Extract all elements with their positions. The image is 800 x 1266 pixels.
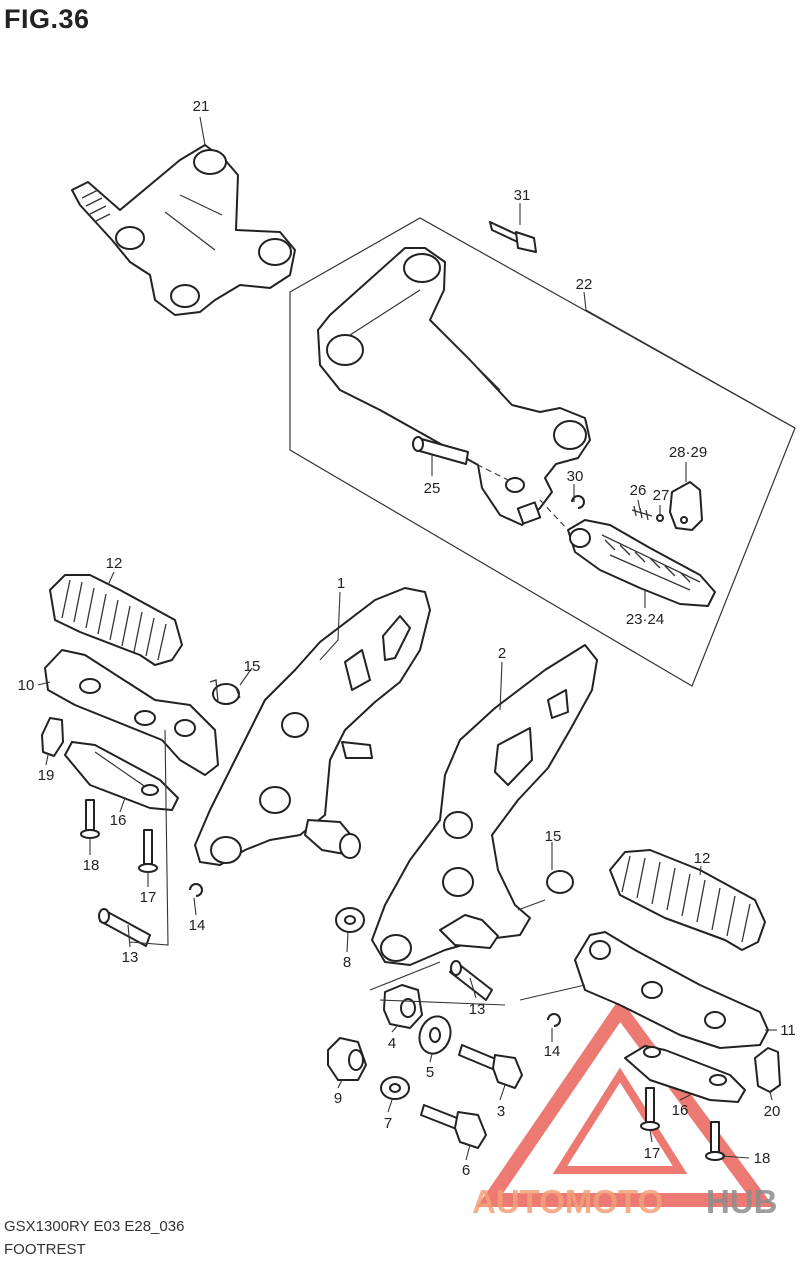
callout-23-24: 23·24 (626, 611, 664, 628)
callout-12-left: 12 (106, 555, 123, 572)
assembly-group-frame (289, 217, 796, 687)
callout-2: 2 (498, 645, 506, 662)
assembly-line-13a (129, 729, 169, 946)
leader-lines (37, 116, 796, 1161)
callout-26: 26 (630, 482, 647, 499)
part-1-left-bracket (194, 587, 431, 866)
callout-3: 3 (497, 1103, 505, 1120)
part-19-rubber-stop (41, 717, 64, 757)
callout-21: 21 (193, 98, 210, 115)
callout-4: 4 (388, 1035, 396, 1052)
callout-14-right: 14 (544, 1043, 561, 1060)
callout-5: 5 (426, 1064, 434, 1081)
part-16-right-plate (624, 1045, 746, 1103)
part-10-footrest (44, 649, 219, 776)
callout-17-left: 17 (140, 889, 157, 906)
callout-11: 11 (780, 1022, 796, 1039)
assembly-line-22-23 (539, 499, 569, 531)
part-28-29-plate (669, 481, 703, 531)
callout-18-left: 18 (83, 857, 100, 874)
callout-labels: 21 31 22 28·29 30 26 27 25 23·24 12 1 15… (18, 98, 796, 1179)
callout-9: 9 (334, 1090, 342, 1107)
callout-31: 31 (514, 187, 531, 204)
part-12-right-rubber (609, 849, 766, 951)
part-2-right-bracket (371, 644, 598, 966)
part-7-washer (380, 1076, 410, 1100)
callout-25: 25 (424, 480, 441, 497)
part-21-rear-bracket (71, 144, 296, 316)
watermark-text-primary: AUTOMOTO (472, 1183, 663, 1220)
part-17-right-bolt (640, 1087, 660, 1131)
diagram-code: GSX1300RY E03 E28_036 (4, 1218, 185, 1235)
callout-17-right: 17 (644, 1145, 661, 1162)
part-3-bolt (458, 1044, 523, 1089)
watermark-text: AUTOMOTO HUB (472, 1183, 778, 1220)
callout-6: 6 (462, 1162, 470, 1179)
part-18-right-bolt (705, 1121, 725, 1161)
diagram-name: FOOTREST (4, 1241, 86, 1258)
assembly-line-15b (517, 899, 546, 911)
part-26-spring (631, 505, 653, 521)
part-18-left-bolt (80, 799, 100, 839)
part-12-left-rubber (49, 574, 183, 666)
part-4-bushing (383, 984, 423, 1029)
callout-13-left: 13 (122, 949, 139, 966)
part-30-clip (571, 495, 585, 509)
callout-10: 10 (18, 677, 35, 694)
part-20-rubber-stop (754, 1047, 781, 1093)
part-27-ball (656, 514, 664, 522)
callout-16-left: 16 (110, 812, 127, 829)
callout-30: 30 (567, 468, 584, 485)
part-13-left-pin (98, 908, 151, 947)
part-15-left-spring (209, 679, 241, 705)
part-14-left-clip (189, 883, 203, 897)
callout-27: 27 (653, 487, 670, 504)
part-15-right-spring (546, 870, 574, 894)
callout-15-right: 15 (545, 828, 562, 845)
callout-16-right: 16 (672, 1102, 689, 1119)
part-23-24-footpeg (567, 519, 716, 607)
callout-14-left: 14 (189, 917, 206, 934)
part-25-pin (412, 436, 469, 465)
callout-13-right: 13 (469, 1001, 486, 1018)
part-5-washer (418, 1015, 452, 1055)
part-9-bushing (327, 1037, 367, 1081)
part-31-bolt (489, 221, 537, 253)
part-17-left-bolt (138, 829, 158, 873)
assembly-lines-right (369, 961, 586, 1006)
assembly-line-25 (467, 459, 513, 483)
callout-19: 19 (38, 767, 55, 784)
figure-title: FIG.36 (4, 4, 90, 34)
callout-8: 8 (343, 954, 351, 971)
part-22-bracket (317, 247, 591, 526)
callout-12-right: 12 (694, 850, 711, 867)
callout-1: 1 (337, 575, 345, 592)
callout-22: 22 (576, 276, 593, 293)
part-14-right-clip (547, 1013, 561, 1027)
part-6-bolt (420, 1104, 487, 1149)
part-16-left-plate (64, 741, 179, 811)
callout-28-29: 28·29 (669, 444, 707, 461)
callout-20: 20 (764, 1103, 781, 1120)
watermark-text-secondary: HUB (706, 1183, 778, 1220)
callout-18-right: 18 (754, 1150, 771, 1167)
callout-7: 7 (384, 1115, 392, 1132)
part-8-washer (335, 907, 365, 933)
callout-15-left: 15 (244, 658, 261, 675)
